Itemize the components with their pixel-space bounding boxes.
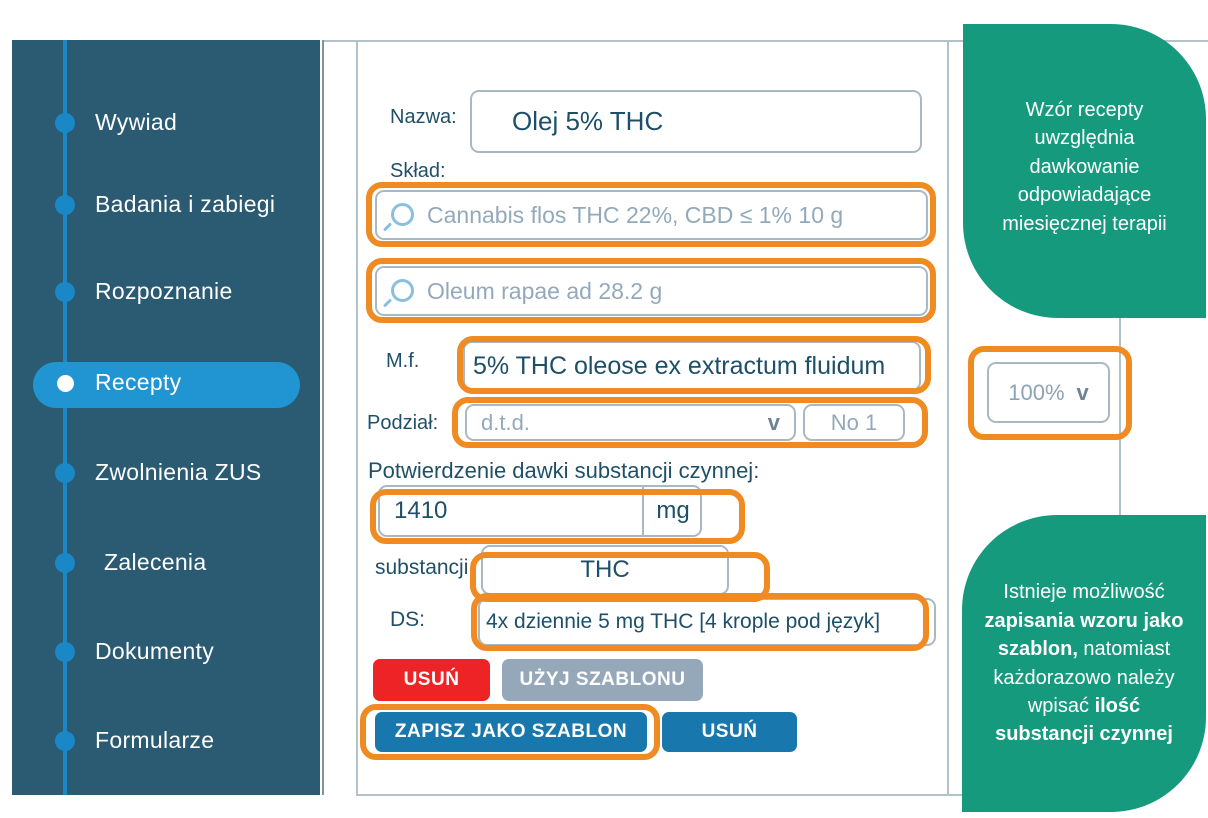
form-left-border <box>356 40 358 795</box>
search-icon <box>391 279 414 302</box>
mf-label: M.f. <box>386 350 420 372</box>
active-item-pill <box>33 362 300 408</box>
ingredient1-search-input[interactable] <box>375 190 928 240</box>
sidebar-item-label: Dokumenty <box>95 638 215 664</box>
sidebar-item-badania[interactable]: Badania i zabiegi <box>12 182 320 228</box>
sidebar-item-rozpoznanie[interactable]: Rozpoznanie <box>12 269 320 315</box>
callout-bottom-text: Istnieje możliwość zapisania wzoru jako … <box>984 581 1184 746</box>
podzial-count-input[interactable] <box>803 404 905 441</box>
search-icon <box>391 203 414 226</box>
delete-button-red[interactable]: USUŃ <box>373 659 490 701</box>
sidebar-timeline <box>63 40 67 795</box>
sidebar-item-formularze[interactable]: Formularze <box>12 718 320 764</box>
nazwa-input[interactable] <box>470 90 922 153</box>
timeline-dot-icon <box>55 113 75 133</box>
dose-unit-label: mg <box>656 497 690 524</box>
substance-input[interactable] <box>481 545 729 595</box>
mf-input[interactable] <box>463 341 921 391</box>
ingredient2-search-input[interactable] <box>375 266 928 316</box>
callout-bubble-top: Wzór recepty uwzględnia dawkowanie odpow… <box>963 24 1206 318</box>
sidebar-item-zwolnienia-zus[interactable]: Zwolnienia ZUS <box>12 450 320 496</box>
sidebar-item-label: Rozpoznanie <box>95 278 233 304</box>
podzial-select[interactable]: d.t.d. v <box>465 404 796 441</box>
sidebar-item-zalecenia[interactable]: Zalecenia <box>12 540 320 586</box>
dose-unit-divider <box>642 487 644 535</box>
timeline-dot-icon <box>55 553 75 573</box>
potwierdzenie-label: Potwierdzenie dawki substancji czynnej: <box>368 458 760 483</box>
sidebar-item-label: Zwolnienia ZUS <box>95 459 262 485</box>
nazwa-label: Nazwa: <box>390 106 457 128</box>
content-left-border <box>322 40 324 795</box>
save-as-template-button[interactable]: ZAPISZ JAKO SZABLON <box>375 712 647 752</box>
podzial-select-value: d.t.d. <box>481 409 530 435</box>
form-right-border <box>947 40 949 795</box>
chevron-down-icon: v <box>1076 379 1089 405</box>
sidebar-item-wywiad[interactable]: Wywiad <box>12 100 320 146</box>
use-template-button[interactable]: UŻYJ SZABLONU <box>502 659 703 701</box>
sidebar-item-label: Recepty <box>95 369 182 395</box>
podzial-label: Podział: <box>367 412 439 434</box>
timeline-dot-icon <box>55 463 75 483</box>
timeline-dot-icon <box>55 731 75 751</box>
right-panel-border <box>1119 40 1121 795</box>
substancji-label: substancji <box>375 556 469 579</box>
content-top-border <box>322 40 1208 42</box>
delete-button-blue[interactable]: USUŃ <box>662 712 797 752</box>
callout-top-text: Wzór recepty uwzględnia dawkowanie odpow… <box>1002 99 1167 235</box>
ds-input[interactable] <box>478 598 936 646</box>
sklad-label: Skład: <box>390 160 446 182</box>
sidebar-item-recepty[interactable]: Recepty <box>12 360 320 408</box>
ds-label: DS: <box>390 608 426 631</box>
timeline-dot-icon <box>55 642 75 662</box>
sidebar-item-label: Badania i zabiegi <box>95 191 276 217</box>
zoom-level-dropdown[interactable]: 100% v <box>987 362 1110 423</box>
timeline-dot-icon <box>55 195 75 215</box>
timeline-dot-icon <box>57 375 74 392</box>
sidebar-item-label: Formularze <box>95 727 215 753</box>
sidebar-item-label: Zalecenia <box>104 549 207 575</box>
sidebar-item-dokumenty[interactable]: Dokumenty <box>12 629 320 675</box>
content-bottom-border <box>356 794 1120 796</box>
zoom-level-value: 100% <box>1008 379 1065 405</box>
chevron-down-icon: v <box>767 409 780 435</box>
callout-bubble-bottom: Istnieje możliwość zapisania wzoru jako … <box>962 515 1206 812</box>
timeline-dot-icon <box>55 282 75 302</box>
sidebar: Wywiad Badania i zabiegi Rozpoznanie Rec… <box>12 40 320 795</box>
sidebar-item-label: Wywiad <box>95 109 178 135</box>
